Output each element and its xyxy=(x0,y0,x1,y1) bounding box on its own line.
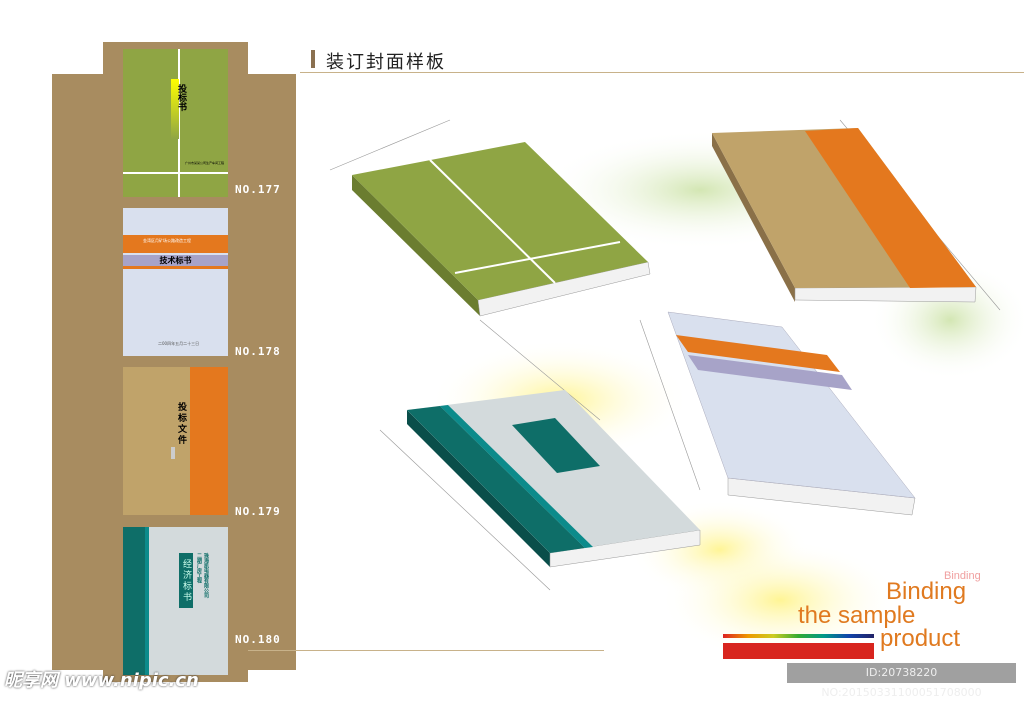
title-divider xyxy=(300,72,1024,73)
sample-no-177: NO.177 xyxy=(235,183,281,196)
tagline-binding: Binding xyxy=(886,578,967,605)
book-blue xyxy=(667,311,916,516)
tagline-product: product xyxy=(880,625,961,652)
tagline-small: Binding xyxy=(944,570,981,582)
book-teal xyxy=(407,390,701,568)
sample-no-178: NO.178 xyxy=(235,345,281,358)
book-green xyxy=(352,142,651,317)
cover-178-title: 技术标书 xyxy=(123,255,228,266)
book-orange xyxy=(712,128,977,303)
rainbow-bar xyxy=(723,634,874,638)
cover-177[interactable]: 投标书 广州市某某公司生产车间工程 xyxy=(123,49,228,197)
title-bar xyxy=(311,50,315,68)
tagline-sample: the sample xyxy=(798,602,916,629)
watermark-left: 昵享网 www.nipic.cn xyxy=(4,670,199,691)
page-title: 装订封面样板 xyxy=(326,52,446,73)
cover-180-company: 珠海凯电器有限公司 xyxy=(203,553,209,598)
cover-179[interactable]: 投标文件 xyxy=(123,367,228,515)
cover-180[interactable]: 经济标书 珠海凯电器有限公司 二期厂房工程 xyxy=(123,527,228,675)
watermark-right: ID:20738220 NO:20150331100051708000 xyxy=(787,663,1016,699)
sample-no-179: NO.179 xyxy=(235,505,281,518)
cover-177-subtitle: 广州市某某公司生产车间工程 xyxy=(185,161,225,165)
cover-180-title: 经济标书 xyxy=(179,553,193,608)
cover-178[interactable]: 金湾区月矿场公路改造工程 技术标书 二00四年五月二十三日 xyxy=(123,208,228,356)
cover-180-project: 二期厂房工程 xyxy=(196,553,202,583)
red-bar xyxy=(723,643,874,659)
bottom-divider xyxy=(248,650,604,651)
sample-no-180: NO.180 xyxy=(235,633,281,646)
cover-178-project: 金湾区月矿场公路改造工程 xyxy=(143,238,191,243)
cover-179-title: 投标文件 xyxy=(176,402,186,446)
cover-177-title: 投标书 xyxy=(176,84,186,111)
cover-178-date: 二00四年五月二十三日 xyxy=(158,341,200,346)
